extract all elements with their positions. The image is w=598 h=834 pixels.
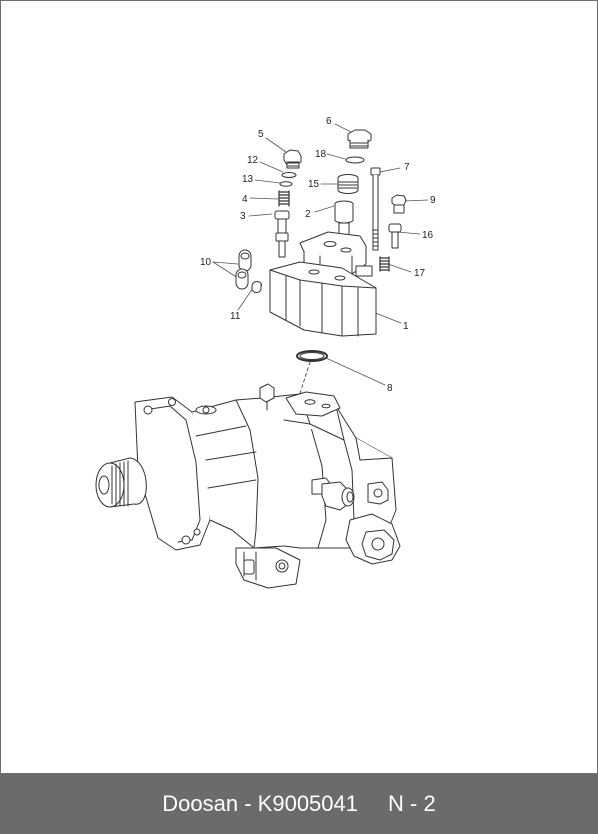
diagram-frame xyxy=(0,0,598,774)
callout-2: 2 xyxy=(305,209,311,220)
callout-10: 10 xyxy=(200,257,212,268)
plug-5 xyxy=(283,149,302,169)
callout-12: 12 xyxy=(247,155,259,166)
callout-8: 8 xyxy=(387,383,393,394)
callout-5: 5 xyxy=(258,129,264,140)
spring-4 xyxy=(278,190,290,207)
callout-18: 18 xyxy=(315,149,327,160)
plug-9 xyxy=(391,194,407,214)
threaded-insert-15 xyxy=(337,174,359,194)
o-ring-12 xyxy=(281,172,297,178)
callout-11: 11 xyxy=(230,311,241,322)
footer-page-ref: N - 2 xyxy=(388,791,436,816)
plug-6 xyxy=(347,129,372,149)
callout-4: 4 xyxy=(242,194,248,205)
footer-bar: Doosan - K9005041 N - 2 xyxy=(0,774,598,834)
callout-6: 6 xyxy=(326,116,332,127)
callout-7: 7 xyxy=(404,162,410,173)
callout-16: 16 xyxy=(422,230,434,241)
callout-3: 3 xyxy=(240,211,246,222)
plugs-10 xyxy=(235,249,252,290)
bolt-7 xyxy=(370,167,381,251)
exploded-parts-diagram: 1 2 3 4 5 6 7 8 9 10 11 12 13 15 16 17 1… xyxy=(95,116,436,589)
callout-13: 13 xyxy=(242,174,254,185)
o-ring-8 xyxy=(296,350,328,362)
washer-13 xyxy=(279,181,293,187)
footer-label: Doosan - K9005041 xyxy=(162,791,358,816)
plug-11 xyxy=(251,281,262,293)
hydraulic-motor xyxy=(95,383,401,589)
o-ring-18 xyxy=(345,156,365,164)
callout-15: 15 xyxy=(308,179,320,190)
callout-numbers: 1 2 3 4 5 6 7 8 9 10 11 12 13 15 16 17 1… xyxy=(200,116,436,394)
valve-block-1 xyxy=(269,231,377,337)
callout-1: 1 xyxy=(403,321,409,332)
valve-spool-3 xyxy=(274,210,290,258)
spring-17 xyxy=(379,256,390,272)
o-ring-8-inner xyxy=(299,352,325,360)
callout-17: 17 xyxy=(414,268,426,279)
valve-spool-16 xyxy=(388,223,402,249)
callout-9: 9 xyxy=(430,195,436,206)
